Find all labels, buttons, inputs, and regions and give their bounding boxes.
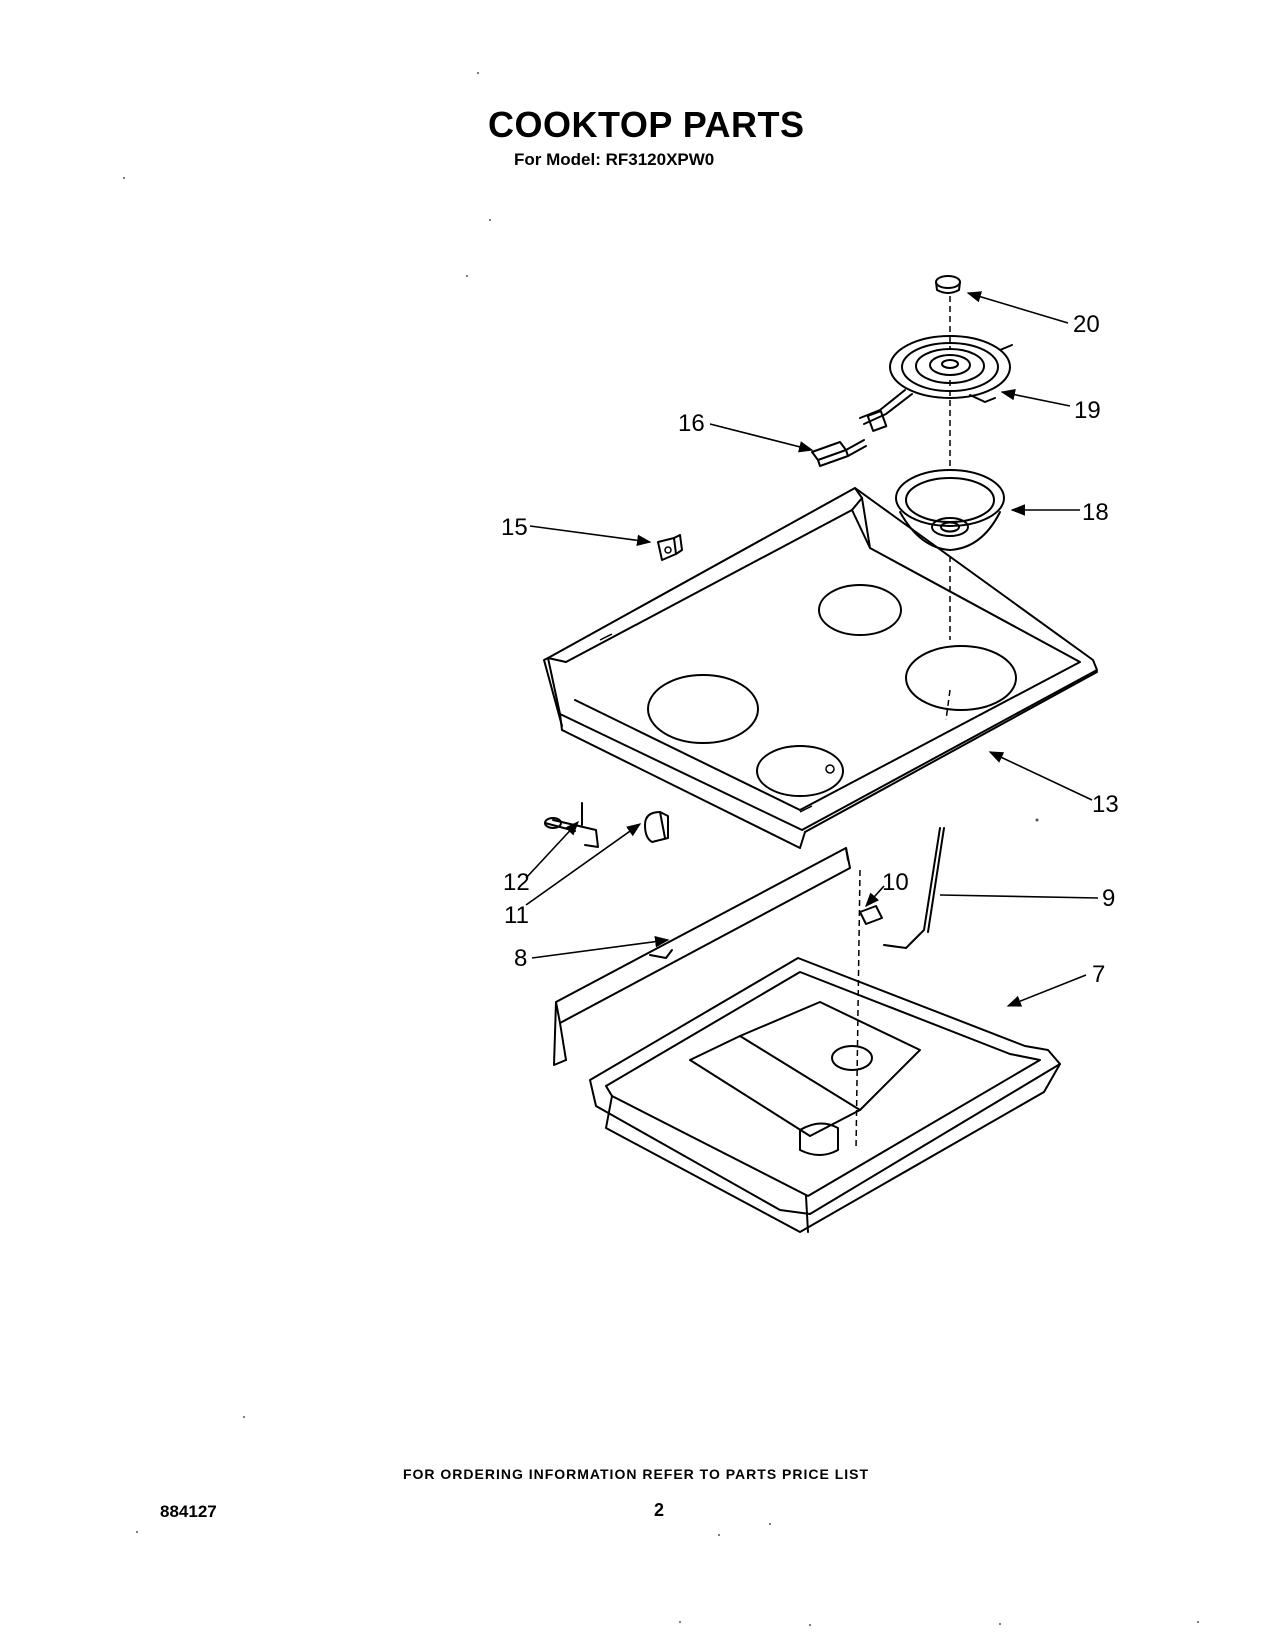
part-19-surface-element bbox=[859, 335, 1013, 432]
alignment-lines bbox=[855, 296, 951, 1151]
callout-19: 19 bbox=[1074, 397, 1101, 424]
scan-specks bbox=[123, 72, 1199, 1626]
callout-8: 8 bbox=[514, 945, 527, 972]
part-7-burner-box bbox=[589, 957, 1061, 1233]
callout-12: 12 bbox=[503, 869, 530, 896]
callout-15: 15 bbox=[501, 514, 528, 541]
callout-11: 11 bbox=[504, 902, 529, 929]
callout-10: 10 bbox=[882, 869, 909, 896]
part-10-clip bbox=[859, 905, 883, 925]
part-15-clip bbox=[657, 534, 683, 561]
part-12-hinge bbox=[544, 802, 599, 848]
callout-7: 7 bbox=[1092, 961, 1105, 988]
part-9-rod bbox=[883, 827, 945, 949]
leader-lines bbox=[525, 291, 1099, 1007]
part-20-knob-cap bbox=[935, 275, 961, 294]
part-16-terminal-block bbox=[811, 439, 867, 467]
part-11-bracket bbox=[644, 811, 669, 843]
callout-20: 20 bbox=[1073, 311, 1100, 338]
callout-16: 16 bbox=[678, 410, 705, 437]
callout-18: 18 bbox=[1082, 499, 1109, 526]
callout-labels: 20 19 16 18 15 13 12 11 10 9 8 7 bbox=[501, 311, 1119, 988]
document-number: 884127 bbox=[160, 1502, 217, 1521]
page-number: 2 bbox=[654, 1500, 665, 1520]
callout-9: 9 bbox=[1102, 885, 1115, 912]
part-18-drip-bowl bbox=[895, 469, 1005, 551]
page-title: COOKTOP PARTS bbox=[488, 104, 805, 145]
model-subtitle: For Model: RF3120XPW0 bbox=[514, 150, 715, 169]
callout-13: 13 bbox=[1092, 791, 1119, 818]
part-13-cooktop bbox=[543, 487, 1098, 849]
ordering-note: FOR ORDERING INFORMATION REFER TO PARTS … bbox=[402, 1466, 870, 1482]
part-8-front-strip bbox=[553, 847, 851, 1066]
